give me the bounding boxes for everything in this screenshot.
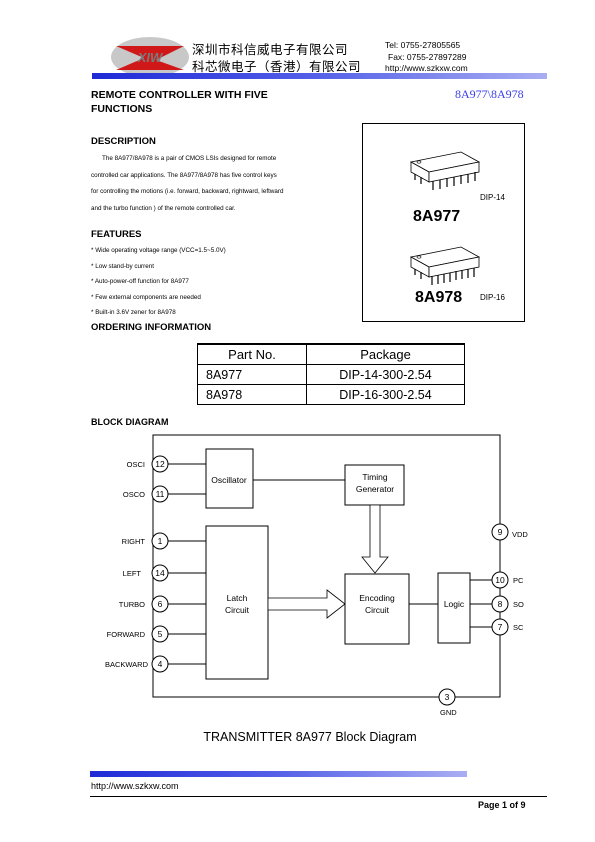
pin-label: PC [513, 576, 524, 585]
features-heading: FEATURES [91, 229, 142, 240]
pin-number: 11 [156, 489, 165, 499]
pin-label: SO [513, 600, 524, 609]
dip14-chip-image [409, 151, 481, 190]
pin-sc [491, 618, 509, 636]
encoding-label: Encoding [359, 593, 395, 603]
oscillator-label: Oscillator [211, 475, 247, 485]
table-cell: DIP-14-300-2.54 [306, 364, 465, 385]
footer-url[interactable]: http://www.szkxw.com [91, 781, 179, 791]
pin-label: BACKWARD [105, 660, 149, 669]
encoding-circuit-label: Circuit [365, 605, 390, 615]
ic-outline [152, 434, 501, 698]
footer-divider [90, 796, 547, 797]
block-diagram-heading: BLOCK DIAGRAM [91, 417, 169, 427]
dip16-label: DIP-16 [480, 293, 505, 302]
company-name-hk: 科芯微电子（香港）有限公司 [192, 59, 362, 74]
feature-item: * Built-in 3.6V zener for 8A978 [91, 309, 176, 316]
ordering-table: Part No. Package 8A977 DIP-14-300-2.54 8… [197, 343, 465, 405]
logic-block [437, 572, 471, 644]
latch-to-encoding-arrow [267, 589, 346, 619]
pin-label: GND [440, 708, 457, 717]
table-cell: DIP-16-300-2.54 [306, 384, 465, 405]
part-ids: 8A977\8A978 [455, 87, 524, 101]
pin-right [151, 532, 169, 550]
table-row: 8A978 DIP-16-300-2.54 [197, 384, 465, 405]
description-line: The 8A977/8A978 is a pair of CMOS LSIs d… [102, 155, 277, 162]
pin-label: VDD [512, 530, 528, 539]
pin-label: SC [513, 623, 524, 632]
title-line-2: FUNCTIONS [91, 103, 153, 115]
table-row: 8A977 DIP-14-300-2.54 [197, 364, 465, 385]
features-list: * Wide operating voltage range (VCC=1.5~… [91, 243, 226, 321]
description-line: controlled car applications. The 8A977/8… [91, 171, 277, 179]
latch-label: Latch [227, 593, 248, 603]
feature-item: * Wide operating voltage range (VCC=1.5~… [91, 247, 226, 254]
encoding-circuit-block [344, 573, 410, 645]
description-text: The 8A977/8A978 is a pair of CMOS LSIs d… [91, 151, 356, 217]
company-logo: XIW [111, 37, 189, 77]
column-header: Package [306, 343, 465, 365]
pin-label: LEFT [123, 569, 142, 578]
description-line: for controlling the motions (i.e. forwar… [91, 188, 284, 195]
pin-label: OSCO [123, 490, 145, 499]
contact-tel: Tel: 0755-27805565 [385, 40, 461, 50]
diagram-caption: TRANSMITTER 8A977 Block Diagram [203, 730, 416, 744]
pin-number: 10 [495, 575, 505, 585]
pin-vdd [491, 523, 509, 541]
generator-label: Generator [356, 484, 394, 494]
document-title: REMOTE CONTROLLER WITH FIVE FUNCTIONS [91, 88, 351, 116]
pin-number: 1 [158, 536, 163, 546]
contact-web[interactable]: http://www.szkxw.com [385, 63, 468, 73]
feature-item: * Auto-power-off function for 8A977 [91, 278, 189, 285]
pin-so [491, 595, 509, 613]
pin-number: 3 [445, 692, 450, 702]
pin-label: RIGHT [122, 537, 146, 546]
ordering-heading: ORDERING INFORMATION [91, 322, 212, 333]
title-line-1: REMOTE CONTROLLER WITH FIVE [91, 89, 268, 101]
chip1-label: 8A977 [413, 208, 461, 225]
feature-item: * Few external components are needed [91, 293, 201, 301]
pin-number: 9 [498, 527, 503, 537]
package-illustration-box: DIP-14 8A977 DIP-16 8A978 [362, 123, 525, 322]
pin-number: 12 [155, 459, 165, 469]
pin-left [151, 564, 169, 582]
pin-osco [151, 485, 169, 503]
oscillator-block [205, 448, 254, 509]
page-number: Page 1 of 9 [478, 800, 526, 810]
pin-pc [491, 571, 509, 589]
pin-number: 5 [158, 629, 163, 639]
pin-label: OSCI [127, 460, 145, 469]
pin-backward [151, 655, 169, 673]
company-name-cn: 深圳市科信威电子有限公司 [192, 42, 349, 57]
logic-label: Logic [444, 599, 465, 609]
timing-label: Timing [362, 472, 387, 482]
pin-osci [151, 455, 169, 473]
dip14-label: DIP-14 [480, 193, 505, 202]
logo-text: XIW [137, 50, 164, 65]
pin-label: TURBO [119, 600, 145, 609]
pin-number: 4 [158, 659, 163, 669]
table-cell: 8A978 [197, 384, 307, 405]
timing-to-encoding-arrow [361, 504, 389, 574]
contact-fax: Fax: 0755-27897289 [388, 52, 467, 62]
pin-number: 8 [498, 599, 503, 609]
header-bar [92, 73, 547, 79]
latch-circuit-label: Circuit [225, 605, 250, 615]
pin-forward [151, 625, 169, 643]
feature-item: * Low stand-by current [91, 262, 154, 270]
pin-turbo [151, 595, 169, 613]
pin-label: FORWARD [107, 630, 146, 639]
dip16-chip-image [409, 246, 481, 285]
description-heading: DESCRIPTION [91, 136, 156, 147]
pin-number: 14 [155, 568, 165, 578]
chip2-label: 8A978 [415, 289, 463, 306]
description-line: and the turbo function ) of the remote c… [91, 204, 236, 212]
pin-number: 6 [158, 599, 163, 609]
pin-number: 7 [498, 622, 503, 632]
pin-gnd [438, 688, 456, 706]
footer-bar [90, 771, 467, 777]
